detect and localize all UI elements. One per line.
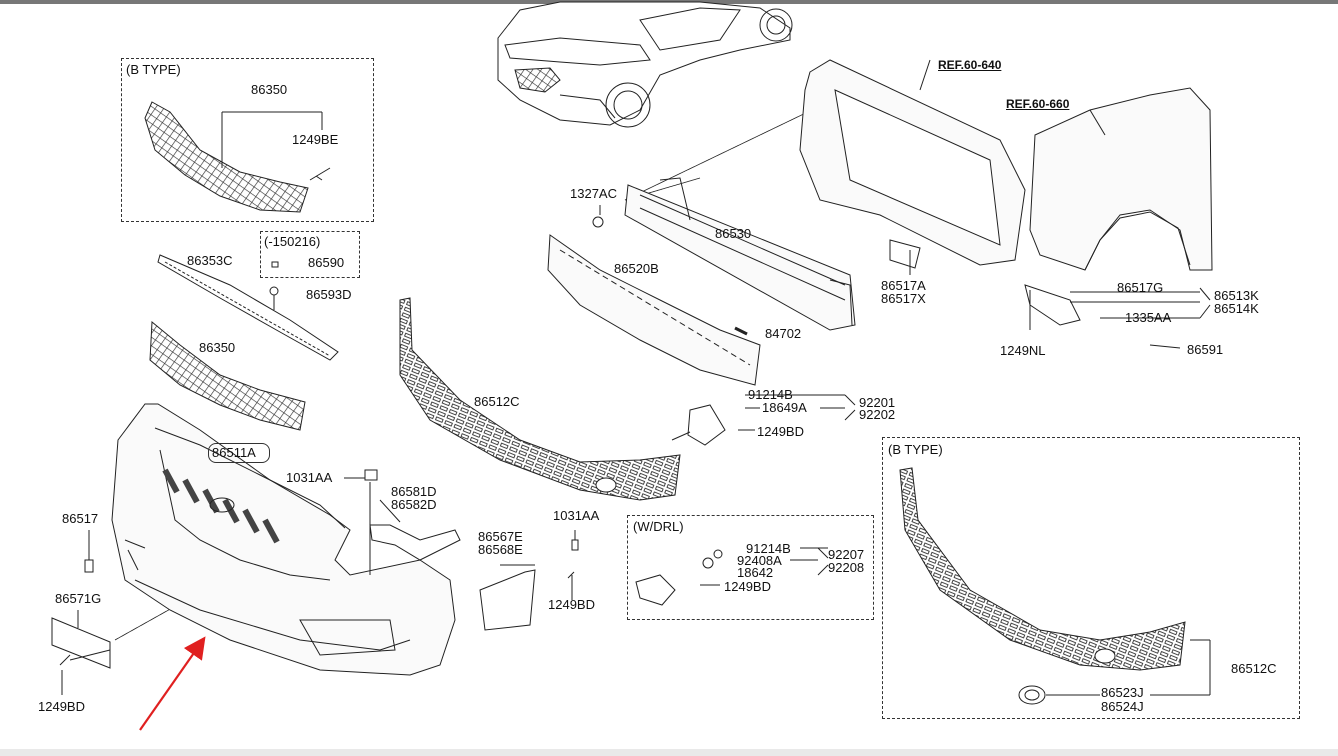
part-label: 1249BD: [548, 597, 595, 612]
part-label: 86350: [251, 82, 288, 97]
part-label: 91214B: [748, 387, 793, 402]
bumper-cover-art: [111, 403, 456, 676]
part-label: 1249BD: [38, 699, 85, 714]
group-date-note: (-150216): [264, 234, 321, 249]
part-label: 86530: [715, 226, 752, 241]
part-label: 84702: [765, 326, 802, 341]
w-drl-box: [627, 515, 874, 620]
ref-label-640: REF.60-640: [938, 58, 1002, 72]
part-label: 86512C: [474, 394, 520, 409]
part-label: 1327AC: [570, 186, 617, 201]
part-label: 1031AA: [286, 470, 333, 485]
part-label: 1249BE: [292, 132, 339, 147]
part-label: 86567E: [478, 529, 523, 544]
highlight-oval: [208, 443, 270, 463]
part-label: 86517G: [1117, 280, 1164, 295]
group-b-type-top: (B TYPE): [126, 62, 181, 77]
b-type-bottom-box: [882, 437, 1300, 719]
part-label: 86524J: [1101, 699, 1144, 714]
b-type-top-box: [121, 58, 374, 222]
part-label: 86511A: [212, 445, 256, 460]
pointer-arrow: [139, 636, 206, 731]
part-label: 91214B: [746, 541, 791, 556]
part-label: 92207: [828, 547, 865, 562]
part-label: 1335AA: [1125, 310, 1172, 325]
part-label: 86512C: [1231, 661, 1277, 676]
ref-label-660: REF.60-660: [1006, 97, 1070, 111]
part-label: 92201: [859, 395, 896, 410]
part-label: 1249BD: [724, 579, 771, 594]
part-label: 86513K: [1214, 288, 1259, 303]
group-b-type-bottom: (B TYPE): [888, 442, 943, 457]
part-label: 18642: [737, 565, 774, 580]
part-label: 86582D: [391, 497, 437, 512]
part-label: 86591: [1187, 342, 1224, 357]
part-label: 86581D: [391, 484, 437, 499]
part-label: 86353C: [187, 253, 233, 268]
part-label: 86593D: [306, 287, 352, 302]
part-label: 1249BD: [757, 424, 804, 439]
date-note-box: [260, 231, 360, 278]
part-label: 86568E: [478, 542, 523, 557]
bottom-scroll-area: [0, 749, 1338, 756]
part-label: 92208: [828, 560, 865, 575]
part-label: 92202: [859, 407, 896, 422]
car-illustration: [497, 1, 793, 128]
part-label: 1249NL: [1000, 343, 1046, 358]
part-label: 86523J: [1101, 685, 1144, 700]
part-label: 92408A: [737, 553, 782, 568]
part-label: 86520B: [614, 261, 659, 276]
part-label: 86514K: [1214, 301, 1259, 316]
part-label: 86517A: [881, 278, 926, 293]
part-label: 86517: [62, 511, 99, 526]
group-w-drl: (W/DRL): [633, 519, 684, 534]
part-label: 1031AA: [553, 508, 600, 523]
part-label: 18649A: [762, 400, 807, 415]
part-label: 86590: [308, 255, 345, 270]
part-label: 86517X: [881, 291, 926, 306]
part-label: 86571G: [55, 591, 102, 606]
part-label: 86350: [199, 340, 236, 355]
